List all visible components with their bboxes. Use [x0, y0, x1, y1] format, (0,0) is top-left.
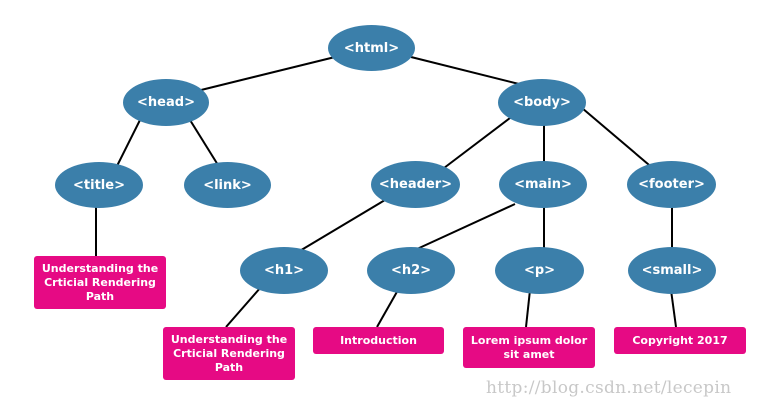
edge-h2-leaf — [376, 289, 399, 328]
edge-p-leaf — [525, 289, 531, 328]
edge-header-h1 — [297, 199, 386, 253]
leaf-p-text: Lorem ipsum dolor sit amet — [463, 327, 595, 368]
node-main: <main> — [499, 161, 587, 208]
leaf-h2-text: Introduction — [313, 327, 444, 354]
leaf-title-text: Understanding the Crticial Rendering Pat… — [34, 256, 166, 309]
node-head: <head> — [123, 79, 209, 126]
edge-small-leaf — [670, 289, 677, 328]
node-link: <link> — [184, 162, 271, 208]
node-title: <title> — [55, 162, 143, 208]
node-footer: <footer> — [627, 161, 716, 208]
node-p: <p> — [495, 247, 584, 294]
watermark-text: http://blog.csdn.net/lecepin — [486, 378, 732, 398]
node-small: <small> — [628, 247, 716, 294]
leaf-small-text: Copyright 2017 — [614, 327, 746, 354]
edge-h1-leaf — [225, 286, 262, 328]
node-h1: <h1> — [240, 247, 328, 294]
edge-head-title — [114, 119, 141, 171]
edge-body-header — [443, 117, 511, 169]
edge-html-head — [196, 56, 336, 92]
edge-body-footer — [581, 107, 656, 171]
node-h2: <h2> — [367, 247, 455, 294]
node-html: <html> — [328, 25, 415, 71]
leaf-h1-text: Understanding the Crticial Rendering Pat… — [163, 327, 295, 380]
node-header: <header> — [371, 161, 460, 208]
node-body: <body> — [498, 79, 586, 126]
edge-head-link — [189, 119, 219, 166]
edge-main-h2 — [416, 203, 516, 250]
